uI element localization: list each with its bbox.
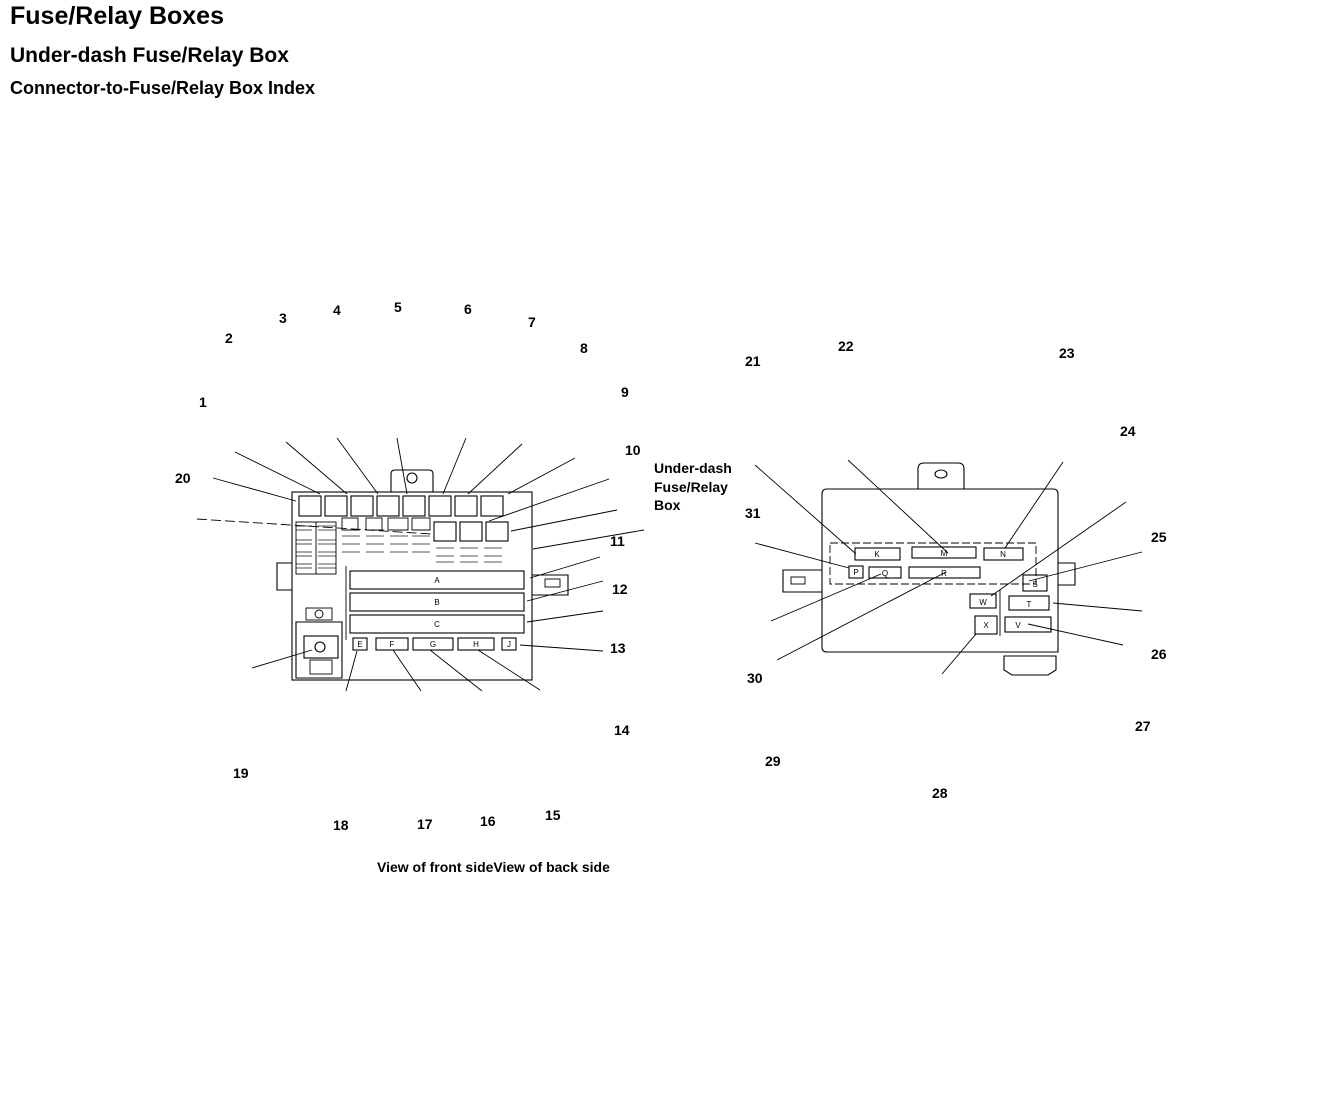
callout-17: 17	[417, 816, 433, 832]
callout-8: 8	[580, 340, 588, 356]
page-subtitle: Under-dash Fuse/Relay Box	[10, 44, 289, 67]
callout-24: 24	[1120, 423, 1136, 439]
callout-29: 29	[765, 753, 781, 769]
connector-v-label: V	[1015, 621, 1021, 630]
callout-22: 22	[838, 338, 854, 354]
connector-s-label: S	[1032, 580, 1037, 589]
callout-4: 4	[333, 302, 341, 318]
connector-h-label: H	[473, 640, 479, 649]
callout-26: 26	[1151, 646, 1167, 662]
connector-a	[349, 570, 525, 590]
connector-b	[349, 592, 525, 612]
callout-18: 18	[333, 817, 349, 833]
box-label-line-1: Under-dash	[654, 460, 732, 476]
callout-numbers: 1 2 3 4 5 6 7 8 9 10 11 12 13 14 15 16 1…	[175, 299, 1167, 833]
top-fuse-row	[298, 495, 504, 517]
box-label-line-3: Box	[654, 497, 681, 513]
connector-n-label: N	[1000, 550, 1006, 559]
connector-e-label: E	[357, 640, 362, 649]
connector-k-label: K	[874, 550, 880, 559]
connector-r-label: R	[941, 569, 947, 578]
box-label-line-2: Fuse/Relay	[654, 479, 728, 495]
connector-c	[349, 614, 525, 634]
connector-x-label: X	[983, 621, 989, 630]
callout-5: 5	[394, 299, 402, 315]
callout-16: 16	[480, 813, 496, 829]
view-caption: View of front sideView of back side	[377, 859, 610, 875]
connector-w-label: W	[979, 598, 987, 607]
section-heading: Connector-to-Fuse/Relay Box Index	[10, 78, 316, 98]
connector-b-label: B	[434, 598, 439, 607]
callout-10: 10	[625, 442, 641, 458]
connector-j-label: J	[507, 640, 511, 649]
connector-t-label: T	[1027, 600, 1032, 609]
connector-p-label: P	[853, 568, 858, 577]
callout-28: 28	[932, 785, 948, 801]
front-leader-lines	[196, 437, 645, 692]
callout-15: 15	[545, 807, 561, 823]
front-view-box: A B C E F G H J	[276, 469, 569, 681]
mini-fuse-grid	[295, 517, 502, 575]
callout-27: 27	[1135, 718, 1151, 734]
connector-m-label: M	[941, 549, 948, 558]
callout-20: 20	[175, 470, 191, 486]
callout-11: 11	[610, 533, 625, 549]
callout-7: 7	[528, 314, 536, 330]
back-leader-lines	[754, 459, 1143, 675]
connector-g-label: G	[430, 640, 436, 649]
box-label: Under-dash Fuse/Relay Box	[654, 460, 732, 513]
callout-30: 30	[747, 670, 763, 686]
callout-9: 9	[621, 384, 629, 400]
callout-19: 19	[233, 765, 249, 781]
connector-q-label: Q	[882, 569, 888, 578]
callout-31: 31	[745, 505, 761, 521]
callout-23: 23	[1059, 345, 1075, 361]
callout-25: 25	[1151, 529, 1167, 545]
callout-13: 13	[610, 640, 626, 656]
connector-f-label: F	[390, 640, 395, 649]
callout-6: 6	[464, 301, 472, 317]
back-view-box: K M N P Q R S W T X V	[782, 462, 1076, 676]
callout-3: 3	[279, 310, 287, 326]
callout-21: 21	[745, 353, 761, 369]
callout-1: 1	[199, 394, 207, 410]
page-title: Fuse/Relay Boxes	[10, 2, 224, 30]
connector-c-label: C	[434, 620, 440, 629]
callout-14: 14	[614, 722, 630, 738]
callout-2: 2	[225, 330, 233, 346]
callout-12: 12	[612, 581, 628, 597]
connector-a-label: A	[434, 576, 440, 585]
